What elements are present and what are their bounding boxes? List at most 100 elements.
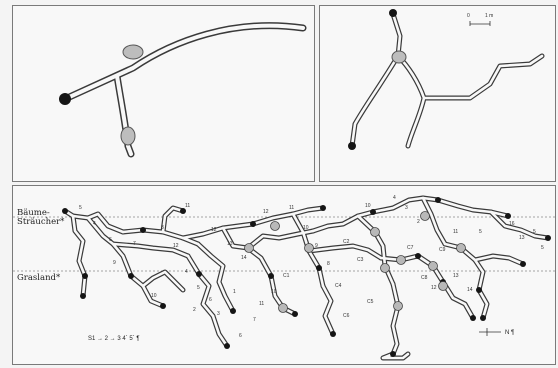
entrance-dot — [476, 287, 482, 293]
entrance-dot — [415, 253, 421, 259]
tunnel-number: 14 — [467, 288, 473, 293]
tunnel-number: C3 — [357, 258, 363, 263]
entrance-dot — [160, 303, 166, 309]
tunnel-number: 9 — [113, 261, 116, 266]
tunnel-number: 5 — [533, 230, 536, 235]
tunnel-inner — [73, 216, 85, 296]
tunnel-number: C1 — [283, 274, 289, 279]
network-tunnels — [65, 198, 548, 358]
burrow-drawing-panel-a — [12, 5, 315, 182]
burrow-b-chamber — [392, 51, 406, 63]
tunnel-number: 6 — [209, 298, 212, 303]
entrance-dot — [268, 273, 274, 279]
burrow-a-chamber-upper — [123, 45, 143, 59]
entrance-dot — [80, 293, 86, 299]
tunnel-number: 12 — [431, 286, 437, 291]
scale-end-label: 1 m — [485, 14, 493, 19]
tunnel-number: 1 — [233, 290, 236, 295]
entrance-dot — [480, 315, 486, 321]
entrance-dot — [470, 315, 476, 321]
burrow-b-svg — [320, 6, 556, 182]
tunnel-number: 7 — [133, 242, 136, 247]
chamber-circle — [279, 304, 288, 313]
north-arrow-label: N ¶ — [505, 329, 514, 338]
tunnel-number: C2 — [343, 240, 349, 245]
entrance-dot — [224, 343, 230, 349]
tunnel-number: C6 — [343, 314, 349, 319]
tunnel-number: 3 — [217, 312, 220, 317]
tunnel-number: 12 — [263, 210, 269, 215]
chamber-circle — [394, 302, 403, 311]
scale-start-label: 0 — [467, 14, 470, 19]
burrow-b-entrance-top — [389, 9, 397, 17]
entrance-dot — [545, 235, 551, 241]
tunnel-inner — [423, 198, 445, 244]
entrance-dot — [320, 205, 326, 211]
tunnel-number: 6 — [239, 334, 242, 339]
entrance-dot — [128, 273, 134, 279]
tunnel-number: 2 — [193, 308, 196, 313]
tunnel-number: 16 — [509, 222, 515, 227]
chamber-circle — [397, 256, 406, 265]
tunnel-number: 11 — [289, 206, 294, 211]
tunnel-number: 11 — [453, 230, 458, 235]
entrance-dot — [505, 213, 511, 219]
tunnel-outline — [163, 208, 183, 232]
tunnel-number: 8 — [161, 226, 164, 231]
entrance-dot — [196, 271, 202, 277]
entrance-dot — [330, 331, 336, 337]
bottom-sequence-label: S1 → 2 → 3 4´ 5´ ¶ — [88, 335, 140, 344]
tunnel-number: 4 — [393, 196, 396, 201]
chamber-circle — [439, 282, 448, 291]
tunnel-number: 4 — [93, 222, 96, 227]
tunnel-number: 12 — [211, 228, 217, 233]
chamber-circle — [245, 244, 254, 253]
chamber-circle — [457, 244, 466, 253]
tunnel-number: 10 — [365, 204, 371, 209]
burrow-a-dark-chamber — [59, 93, 71, 105]
label-trees-shrubs: Bäume- Sträucher* — [17, 209, 64, 227]
chamber-circle — [271, 222, 280, 231]
tunnel-number: C5 — [367, 300, 373, 305]
burrow-drawing-panel-b: 0 1 m — [319, 5, 556, 182]
entrance-dot — [370, 209, 376, 215]
burrow-b-entrance-bottom — [348, 142, 356, 150]
tunnel-number: 5 — [541, 246, 544, 251]
tunnel-number: 10 — [151, 294, 157, 299]
entrance-dot — [292, 311, 298, 317]
chamber-circle — [381, 264, 390, 273]
north-arrow — [479, 328, 501, 336]
tunnel-number: 13 — [519, 236, 525, 241]
tunnel-number: 13 — [453, 274, 459, 279]
entrance-dot — [435, 197, 441, 203]
tunnel-number: 5 — [197, 286, 200, 291]
tunnel-number: 6 — [109, 238, 112, 243]
entrance-dot — [230, 308, 236, 314]
tunnel-number: 7 — [253, 318, 256, 323]
tunnel-number: C9 — [439, 248, 445, 253]
tunnel-number: 8 — [327, 262, 330, 267]
tunnel-number: 10 — [271, 290, 277, 295]
tunnel-number: 10 — [303, 226, 309, 231]
entrance-dot — [250, 221, 256, 227]
tunnel-number: C4 — [335, 284, 341, 289]
chamber-circle — [421, 212, 430, 221]
tunnel-number: 14 — [241, 256, 247, 261]
burrow-a-svg — [13, 6, 315, 182]
tunnel-number: C7 — [407, 246, 413, 251]
tunnel-number: 11 — [259, 302, 264, 307]
burrow-a-chamber-lower — [121, 127, 135, 145]
scale-bar — [470, 21, 490, 26]
tunnel-number: 12 — [173, 244, 179, 249]
tunnel-number: 2 — [417, 220, 420, 225]
tunnel-number: 4 — [185, 270, 188, 275]
burrow-b-tunnels — [352, 14, 542, 146]
tunnel-number: C8 — [421, 276, 427, 281]
tunnel-number: 5 — [479, 230, 482, 235]
chamber-circle — [371, 228, 380, 237]
chamber-circle — [305, 244, 314, 253]
label-grassland: Grasland* — [17, 274, 60, 283]
burrow-a-tunnels — [65, 26, 303, 154]
tunnel-number: 5 — [79, 206, 82, 211]
tunnel-number: 13 — [227, 242, 233, 247]
